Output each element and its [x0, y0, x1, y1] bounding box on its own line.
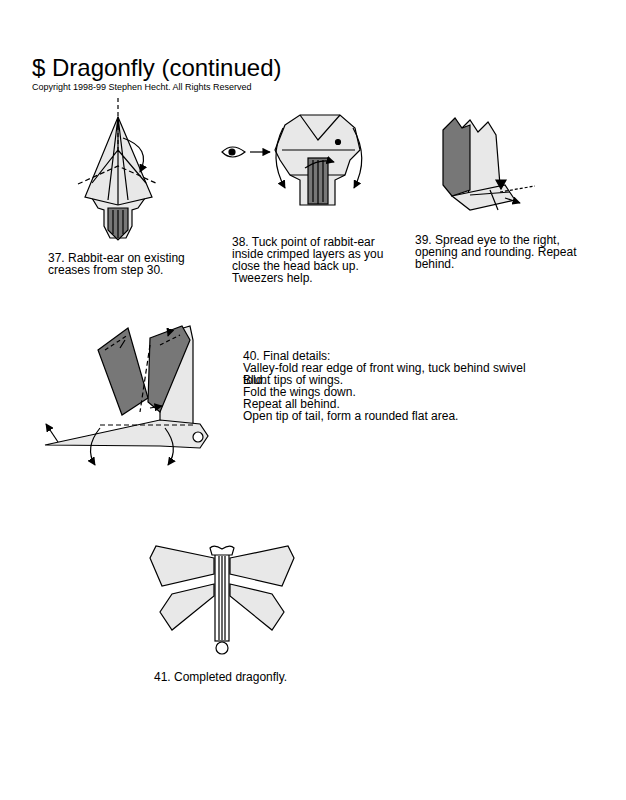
step-text: Repeat all behind. [243, 398, 543, 410]
step-text: Open tip of tail, form a rounded flat ar… [243, 410, 543, 422]
step-39-figure [443, 118, 535, 210]
wing-pair [230, 546, 294, 630]
step-37-figure [78, 98, 158, 240]
step-38-figure [222, 147, 245, 157]
step-40-figure [105, 335, 180, 350]
dragonfly-figure [210, 546, 234, 555]
step-38-figure [276, 128, 285, 188]
wing-pair [150, 546, 214, 630]
step-37-figure [78, 166, 158, 184]
wing-pair [160, 584, 214, 630]
step-38-figure [222, 115, 362, 205]
step-38-figure [275, 115, 360, 205]
copyright: Copyright 1998-99 Stephen Hecht. All Rig… [32, 83, 332, 92]
step-40-figure [98, 328, 148, 415]
step-37-figure [85, 117, 152, 205]
dragonfly-figure [150, 546, 294, 654]
step-text: 40. Final details: [243, 350, 543, 362]
wing-pair [230, 584, 284, 630]
step-39-figure [443, 118, 470, 196]
dragonfly-figure [215, 553, 229, 641]
step-40-figure [193, 432, 203, 442]
step-text: Fold the wings down. [243, 386, 543, 398]
step-39-figure [505, 198, 520, 203]
step-38-figure [250, 151, 270, 152]
step-40-figure [148, 326, 190, 412]
step-text: 37. Rabbit-ear on existing creases from … [48, 252, 208, 276]
step-40-figure [165, 428, 173, 465]
step-37-figure [123, 138, 144, 172]
step-37-figure [117, 98, 118, 150]
step-text: 41. Completed dragonfly. [154, 671, 354, 683]
step-40-figure [45, 326, 208, 465]
step-37-figure [92, 117, 146, 205]
step-38-figure [229, 149, 235, 155]
step-text: Blunt tips of wings. [243, 374, 543, 386]
step-text: 39. Spread eye to the right, opening and… [415, 234, 580, 270]
step-38-figure [336, 140, 341, 145]
dragonfly-figure [219, 556, 225, 640]
step-40-figure [100, 424, 195, 425]
dragonfly-figure [216, 642, 228, 654]
step-40-figure [150, 406, 162, 408]
step-37-figure [108, 208, 128, 240]
wing-pair [230, 546, 294, 586]
step-39-figure [452, 185, 515, 210]
step-39-figure [470, 190, 510, 210]
step-38-figure [305, 161, 334, 168]
step-39-figure [500, 186, 535, 192]
step-38-figure [313, 160, 323, 204]
step-40-figure [140, 345, 150, 412]
wing-pair [150, 546, 214, 586]
step-39-figure [496, 180, 506, 189]
step-40-figure [120, 330, 170, 348]
step-text: 38. Tuck point of rabbit-ear inside crim… [232, 236, 400, 284]
page-title: $ Dragonfly (continued) [32, 56, 281, 80]
step-37-figure [113, 210, 123, 238]
step-40-figure [46, 424, 58, 442]
step-38-figure [353, 128, 362, 188]
step-40-figure [45, 420, 208, 448]
step-40-figure [91, 428, 100, 465]
